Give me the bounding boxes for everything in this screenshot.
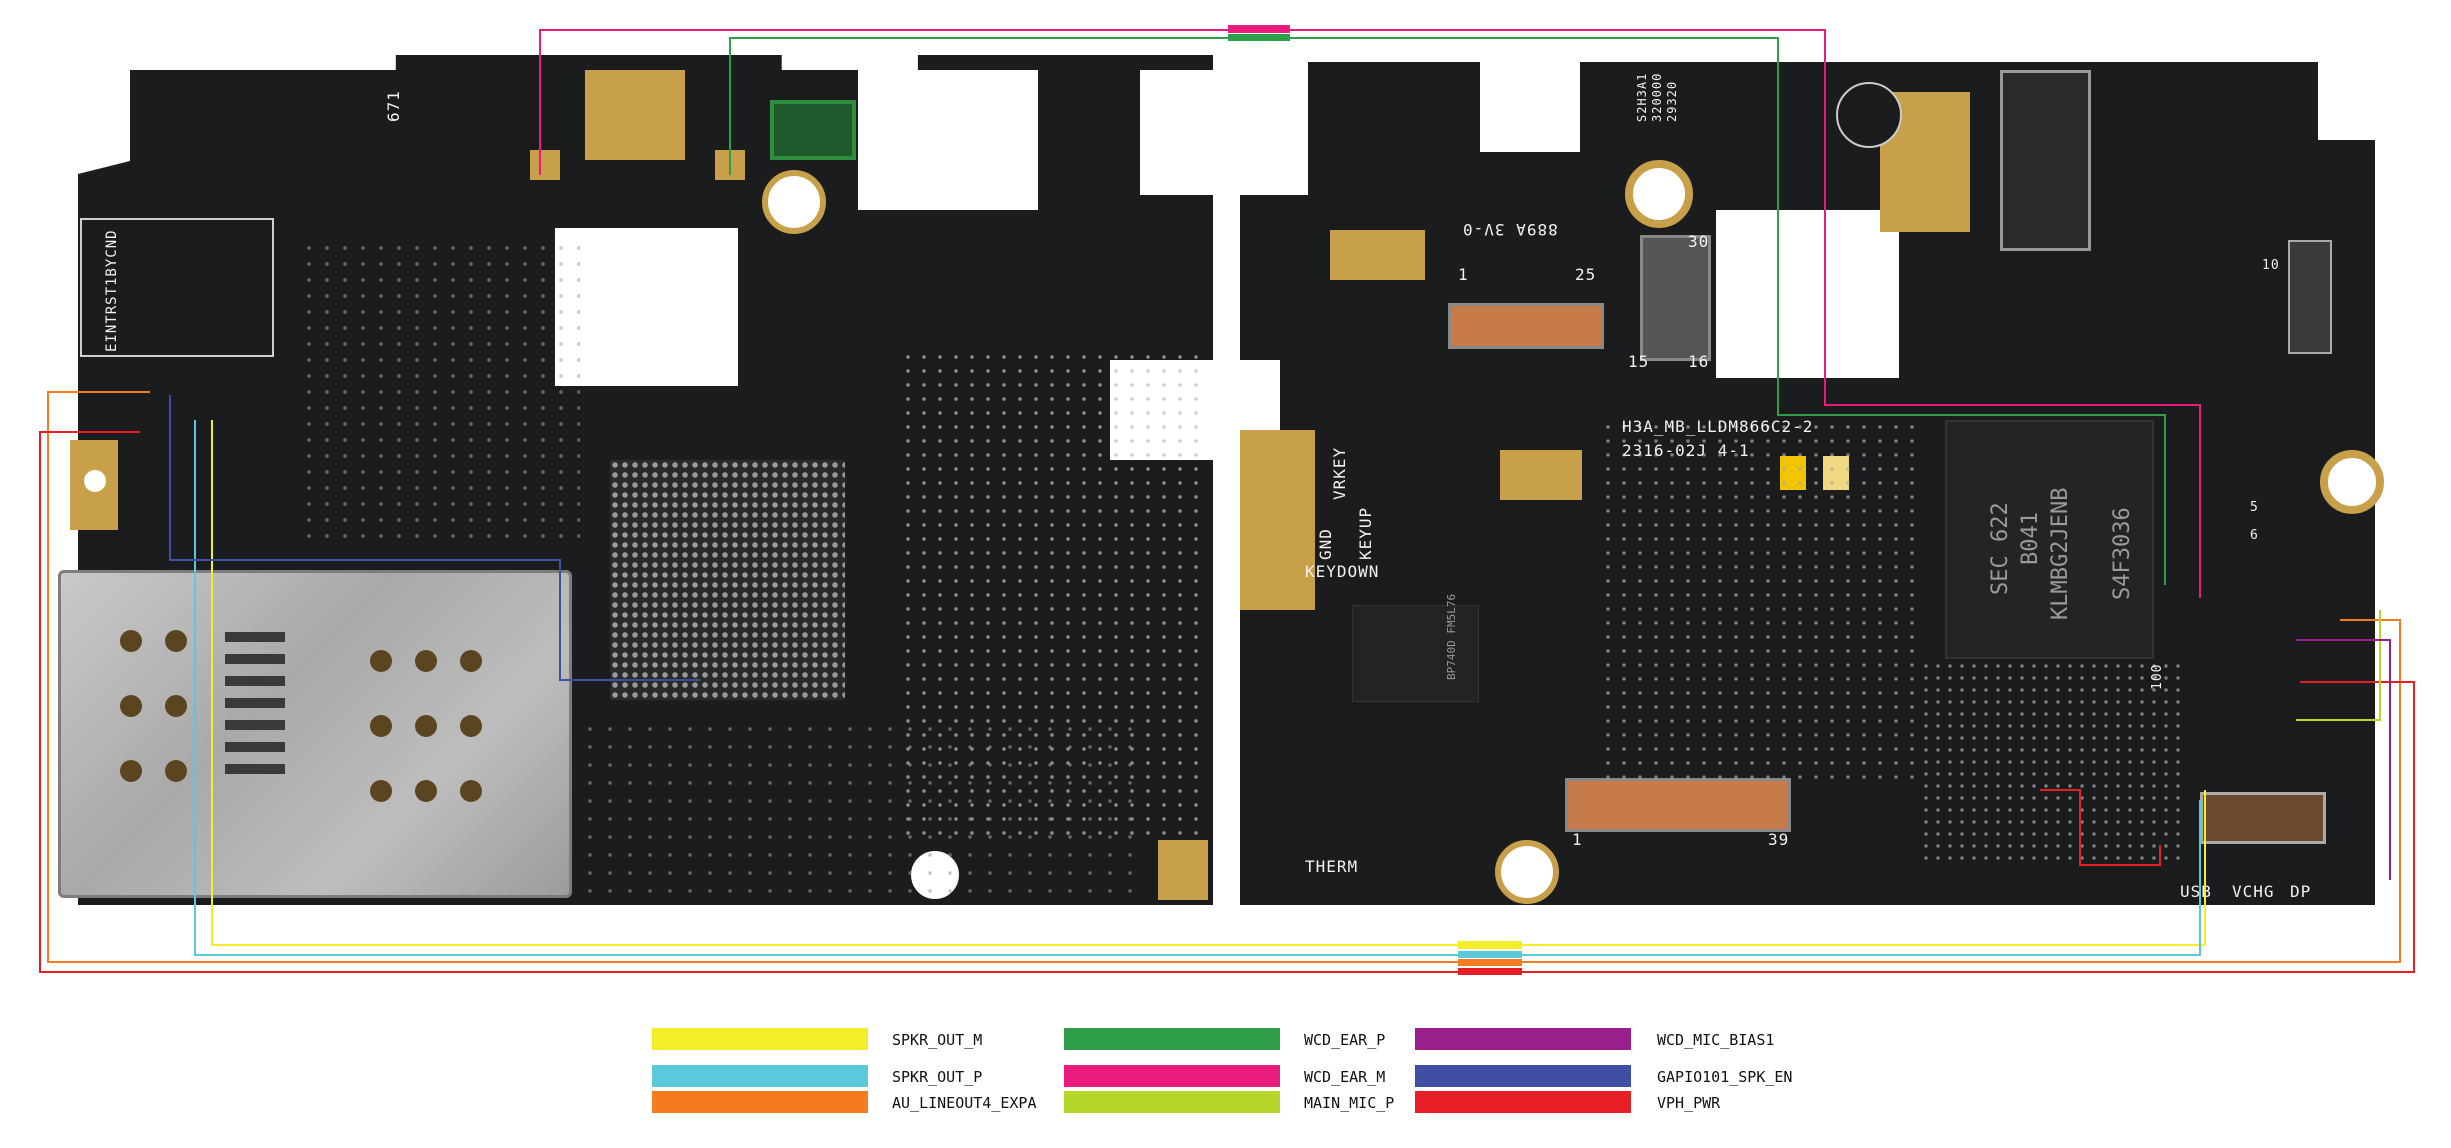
gold-pad (1500, 450, 1582, 500)
legend-label: VPH_PWR (1657, 1094, 1721, 1112)
legend-label: SPKR_OUT_M (892, 1031, 983, 1049)
component-cluster (580, 720, 1140, 900)
connector-pin-16: 16 (1688, 352, 1710, 371)
net-tag-ear-p (1228, 34, 1290, 41)
dp-label: DP (2290, 882, 2312, 901)
left-window-cutout (555, 228, 738, 386)
trace-wcd-ear-m (539, 29, 2201, 598)
usb-connector (2200, 792, 2326, 844)
legend-swatch (1064, 1028, 1280, 1050)
legend-swatch (652, 1091, 868, 1113)
keydown-label: KEYDOWN (1305, 562, 1380, 581)
sim-pin-row (225, 632, 285, 782)
connector-pin-1: 1 (1458, 265, 1469, 284)
legend-swatch (652, 1065, 868, 1087)
connector-pin-39: 39 (1768, 830, 1790, 849)
camera-connector (1640, 235, 1711, 361)
gold-pad (1330, 230, 1425, 280)
gold-pad (585, 70, 685, 160)
board-date-code: 2316-02J 4-1 (1622, 441, 1750, 460)
gold-pad (1158, 840, 1208, 900)
trace-spkr-out-p (194, 420, 2201, 956)
usb-label: USB (2180, 882, 2212, 901)
legend-swatch (1415, 1065, 1631, 1087)
headphone-jack (2000, 70, 2091, 251)
left-top-notch-2 (1140, 70, 1213, 195)
connector2-pin-1: 1 (1572, 830, 1583, 849)
emmc-chip (1945, 420, 2154, 659)
trace-vph-pwr (39, 431, 2415, 973)
display-connector (1448, 303, 1604, 349)
gold-pad (1240, 430, 1315, 610)
legend-swatch (1415, 1091, 1631, 1113)
pin-10-label: 10 (2262, 258, 2280, 273)
gold-pad (530, 150, 560, 180)
trace-main-mic-p (2296, 610, 2381, 721)
legend-label: GAPIO101_SPK_EN (1657, 1068, 1793, 1086)
mount-hole (1625, 160, 1693, 228)
connector-pin-25: 25 (1575, 265, 1597, 284)
connector-pin-30: 30 (1688, 232, 1710, 251)
right-board-top (1308, 62, 2318, 212)
trace-gapio101-spk-en (169, 395, 700, 681)
legend-swatch (652, 1028, 868, 1050)
component-cluster (300, 240, 580, 540)
sim-contact-grid (120, 630, 210, 790)
therm-label: THERM (1305, 857, 1359, 876)
net-tag-spkr-p (1458, 951, 1522, 958)
left-top-notch (858, 70, 1038, 210)
legend-swatch (1064, 1065, 1280, 1087)
net-tag-spkr-m (1458, 941, 1522, 949)
sim-contact-grid-2 (370, 650, 500, 810)
mount-hole (762, 170, 826, 234)
trace-spkr-out-m (211, 420, 2206, 946)
trace-au-lineout4 (47, 391, 2401, 963)
legend-swatch (1415, 1028, 1631, 1050)
connector-pin-15: 15 (1628, 352, 1650, 371)
component-cluster (1600, 420, 1920, 780)
mount-hole (1495, 840, 1559, 904)
legend-label: AU_LINEOUT4_EXPA (892, 1094, 1037, 1112)
legend-label: WCD_MIC_BIAS1 (1657, 1031, 1775, 1049)
pin-5-label: 5 (2250, 500, 2259, 515)
trace-vph-pwr-local (2040, 789, 2161, 866)
mount-hole (1836, 82, 1902, 148)
net-tag-lineout (1458, 959, 1522, 966)
pmic-chip (1352, 605, 1479, 702)
mount-hole (2320, 450, 2384, 514)
sim-tray-shield (58, 570, 572, 898)
legend-label: WCD_EAR_M (1304, 1068, 1386, 1086)
legend-label: WCD_EAR_P (1304, 1031, 1386, 1049)
net-tag-ear-m (1228, 25, 1290, 33)
component-cluster (1920, 660, 2180, 860)
legend-label: MAIN_MIC_P (1304, 1094, 1395, 1112)
battery-connector (80, 218, 274, 357)
net-tag-vph (1458, 968, 1522, 975)
right-window-cutout (1716, 210, 1899, 378)
board-part-number: H3A_MB_LLDM866C2-2 (1622, 417, 1814, 436)
trace-wcd-ear-p (729, 37, 2166, 585)
trace-wcd-mic-bias1 (2296, 639, 2391, 880)
pin-6-label: 6 (2250, 528, 2259, 543)
right-side-notch (1240, 360, 1280, 430)
side-connector (2288, 240, 2332, 354)
soc-bga (610, 460, 845, 700)
legend-label: SPKR_OUT_P (892, 1068, 983, 1086)
mount-hole (84, 470, 106, 492)
proximity-sensor (770, 100, 856, 160)
right-top-notch (1480, 62, 1580, 152)
legend-swatch (1064, 1091, 1280, 1113)
vchg-label: VCHG (2232, 882, 2275, 901)
